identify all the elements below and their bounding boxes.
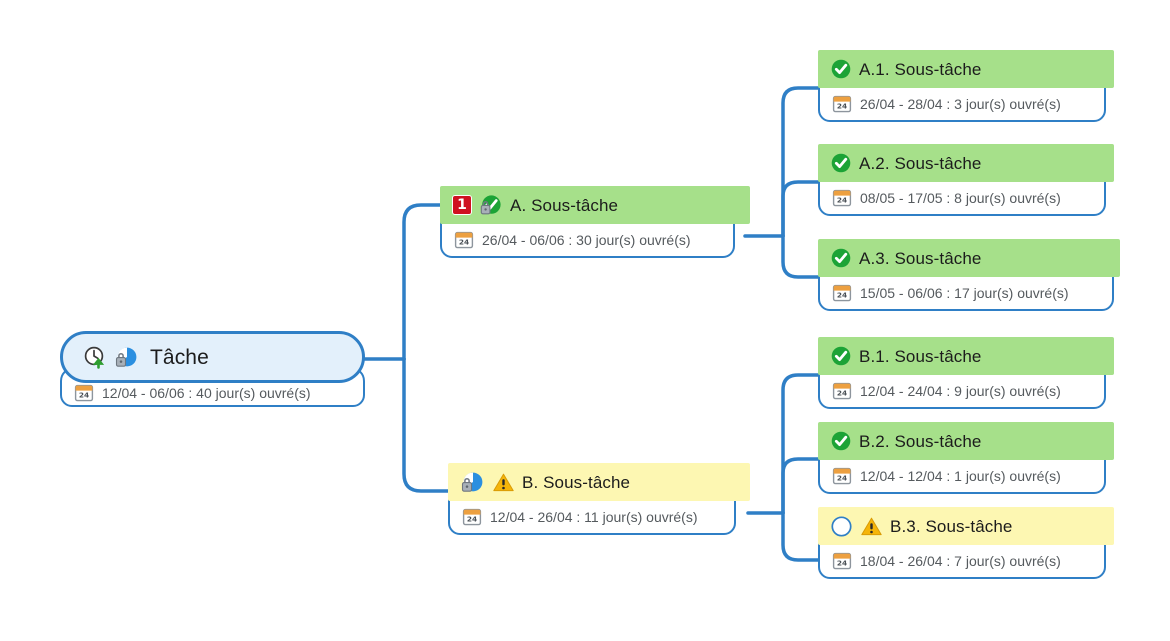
node-root[interactable]: Tâche 24 12/04 - 06/06 : 40 jour(s) ouvr…: [60, 331, 365, 407]
node-a-title: A. Sous-tâche: [510, 195, 619, 215]
node-b3-datebar[interactable]: 24 18/04 - 26/04 : 7 jour(s) ouvré(s): [818, 543, 1106, 579]
calendar-icon: 24: [832, 283, 852, 303]
check-circle-icon: [830, 247, 852, 269]
node-b1[interactable]: B.1. Sous-tâche 24 12/04 - 24/04 : 9 jou…: [818, 337, 1114, 409]
node-a3-header[interactable]: A.3. Sous-tâche: [818, 239, 1120, 277]
pie-progress-locked-icon: [460, 470, 485, 495]
priority-1-icon: 1: [452, 195, 472, 215]
svg-text:24: 24: [459, 238, 469, 247]
check-circle-icon: [830, 152, 852, 174]
link-b-to-b2: [781, 457, 820, 515]
node-a2-datebar[interactable]: 24 08/05 - 17/05 : 8 jour(s) ouvré(s): [818, 180, 1106, 216]
svg-text:24: 24: [837, 474, 847, 483]
node-b-date-text: 12/04 - 26/04 : 11 jour(s) ouvré(s): [490, 509, 698, 525]
node-a2[interactable]: A.2. Sous-tâche 24 08/05 - 17/05 : 8 jou…: [818, 144, 1114, 216]
node-b1-title: B.1. Sous-tâche: [859, 346, 982, 366]
check-locked-icon: [479, 193, 503, 217]
node-a3-datebar[interactable]: 24 15/05 - 06/06 : 17 jour(s) ouvré(s): [818, 275, 1114, 311]
calendar-icon: 24: [832, 94, 852, 114]
link-a-to-a3: [781, 234, 820, 279]
node-root-title: Tâche: [150, 345, 209, 369]
clock-arrow-up-icon: [83, 345, 107, 369]
node-a3-date-text: 15/05 - 06/06 : 17 jour(s) ouvré(s): [860, 285, 1069, 301]
svg-text:24: 24: [837, 291, 847, 300]
link-a-to-a2: [781, 180, 820, 238]
link-a-to-a1: [781, 86, 820, 238]
node-a[interactable]: 1 A. Sous-tâche 24 2: [440, 186, 750, 258]
node-a-datebar[interactable]: 24 26/04 - 06/06 : 30 jour(s) ouvré(s): [440, 222, 735, 258]
node-a1-datebar[interactable]: 24 26/04 - 28/04 : 3 jour(s) ouvré(s): [818, 86, 1106, 122]
link-root-to-b: [402, 357, 450, 493]
svg-text:24: 24: [467, 515, 477, 524]
node-root-header[interactable]: Tâche: [60, 331, 365, 383]
empty-circle-icon: [830, 515, 853, 538]
svg-text:24: 24: [79, 391, 89, 400]
link-root-to-a: [402, 203, 442, 361]
node-b2-header[interactable]: B.2. Sous-tâche: [818, 422, 1114, 460]
link-b-to-b1: [781, 373, 820, 515]
node-b1-datebar[interactable]: 24 12/04 - 24/04 : 9 jour(s) ouvré(s): [818, 373, 1106, 409]
node-b2-datebar[interactable]: 24 12/04 - 12/04 : 1 jour(s) ouvré(s): [818, 458, 1106, 494]
node-b2-date-text: 12/04 - 12/04 : 1 jour(s) ouvré(s): [860, 468, 1061, 484]
svg-text:24: 24: [837, 389, 847, 398]
calendar-icon: 24: [74, 383, 94, 403]
calendar-icon: 24: [462, 507, 482, 527]
node-b1-header[interactable]: B.1. Sous-tâche: [818, 337, 1114, 375]
node-b-title: B. Sous-tâche: [522, 472, 631, 492]
node-a2-title: A.2. Sous-tâche: [859, 153, 982, 173]
calendar-icon: 24: [832, 188, 852, 208]
node-a2-header[interactable]: A.2. Sous-tâche: [818, 144, 1114, 182]
node-a1-date-text: 26/04 - 28/04 : 3 jour(s) ouvré(s): [860, 96, 1061, 112]
check-circle-icon: [830, 58, 852, 80]
pie-progress-locked-icon: [114, 345, 139, 370]
node-b-header[interactable]: B. Sous-tâche: [448, 463, 750, 501]
node-a-header[interactable]: 1 A. Sous-tâche: [440, 186, 750, 224]
node-b2-title: B.2. Sous-tâche: [859, 431, 982, 451]
node-b3[interactable]: B.3. Sous-tâche 24 18/04 - 26/04 : 7 jou…: [818, 507, 1114, 579]
node-b3-header[interactable]: B.3. Sous-tâche: [818, 507, 1114, 545]
node-root-date-text: 12/04 - 06/06 : 40 jour(s) ouvré(s): [102, 385, 311, 401]
node-a2-date-text: 08/05 - 17/05 : 8 jour(s) ouvré(s): [860, 190, 1061, 206]
svg-text:24: 24: [837, 559, 847, 568]
node-b[interactable]: B. Sous-tâche 24 12/04 - 26/04 : 11 jour…: [448, 463, 750, 535]
link-b-to-b3: [781, 511, 820, 562]
node-b1-date-text: 12/04 - 24/04 : 9 jour(s) ouvré(s): [860, 383, 1061, 399]
node-a-date-text: 26/04 - 06/06 : 30 jour(s) ouvré(s): [482, 232, 691, 248]
node-a1-header[interactable]: A.1. Sous-tâche: [818, 50, 1114, 88]
node-a3-title: A.3. Sous-tâche: [859, 248, 982, 268]
calendar-icon: 24: [454, 230, 474, 250]
calendar-icon: 24: [832, 466, 852, 486]
priority-value: 1: [457, 196, 467, 213]
node-a3[interactable]: A.3. Sous-tâche 24 15/05 - 06/06 : 17 jo…: [818, 239, 1120, 311]
node-b-datebar[interactable]: 24 12/04 - 26/04 : 11 jour(s) ouvré(s): [448, 499, 736, 535]
calendar-icon: 24: [832, 381, 852, 401]
calendar-icon: 24: [832, 551, 852, 571]
node-a1[interactable]: A.1. Sous-tâche 24 26/04 - 28/04 : 3 jou…: [818, 50, 1114, 122]
svg-text:24: 24: [837, 196, 847, 205]
node-b3-title: B.3. Sous-tâche: [890, 516, 1013, 536]
node-a1-title: A.1. Sous-tâche: [859, 59, 982, 79]
svg-text:24: 24: [837, 102, 847, 111]
check-circle-icon: [830, 345, 852, 367]
node-b2[interactable]: B.2. Sous-tâche 24 12/04 - 12/04 : 1 jou…: [818, 422, 1114, 494]
warning-triangle-icon: [860, 515, 883, 538]
warning-triangle-icon: [492, 471, 515, 494]
check-circle-icon: [830, 430, 852, 452]
node-b3-date-text: 18/04 - 26/04 : 7 jour(s) ouvré(s): [860, 553, 1061, 569]
